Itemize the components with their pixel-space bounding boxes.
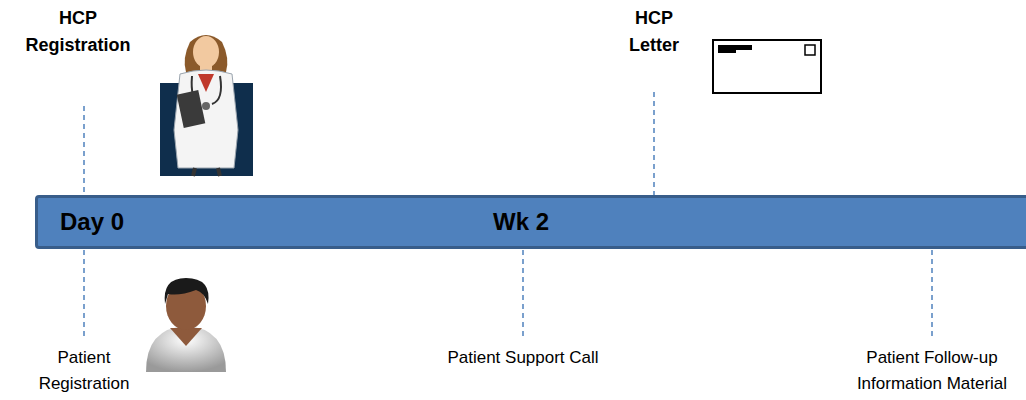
envelope-icon bbox=[713, 40, 821, 93]
hcp-milestone-label: HCP Letter bbox=[614, 5, 694, 59]
doctor-stethoscope bbox=[202, 102, 210, 110]
patient-hair bbox=[165, 278, 209, 304]
dashed-marker bbox=[83, 106, 85, 195]
timeline-tick-label: Day 0 bbox=[60, 208, 124, 236]
patient-icon bbox=[146, 278, 226, 372]
dashed-marker bbox=[931, 250, 933, 340]
timeline-tick-label: Wk 2 bbox=[493, 208, 549, 236]
dashed-marker bbox=[83, 250, 85, 336]
patient-milestone-label: Patient Registration bbox=[28, 345, 140, 396]
doctor-coat bbox=[174, 70, 238, 168]
doctor-shirt bbox=[198, 74, 214, 92]
envelope-stamp bbox=[805, 45, 815, 55]
patient-milestone-label: Patient Support Call bbox=[408, 345, 638, 371]
doctor-legs bbox=[193, 168, 220, 176]
patient-milestone-label: Patient Follow-up Information Material bbox=[842, 345, 1022, 396]
timeline-bar: Day 0 Wk 2 bbox=[35, 195, 1026, 249]
doctor-clipboard bbox=[177, 90, 206, 128]
doctor-face bbox=[193, 36, 219, 68]
envelope-icon bbox=[713, 40, 821, 93]
doctor-icon bbox=[160, 35, 253, 176]
patient-shirt bbox=[146, 326, 226, 372]
dashed-marker bbox=[653, 92, 655, 195]
patient-neck bbox=[170, 328, 202, 346]
dashed-marker bbox=[522, 250, 524, 340]
hcp-milestone-label: HCP Registration bbox=[18, 5, 138, 59]
envelope-address bbox=[718, 45, 736, 53]
